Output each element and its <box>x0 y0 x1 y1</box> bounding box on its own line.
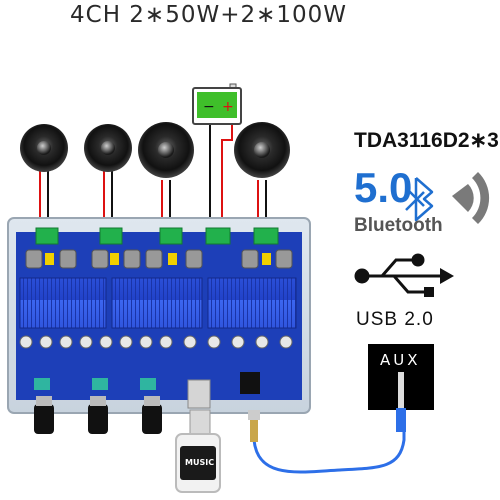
aux-plug-left <box>248 410 260 442</box>
battery-plus: + <box>222 99 234 115</box>
speaker-icon <box>84 124 132 172</box>
chip-model: TDA3116D2∗3 <box>354 129 499 152</box>
bluetooth-version: 5.0 <box>354 164 413 211</box>
speaker-wires <box>39 124 267 235</box>
usb-stick <box>175 409 221 493</box>
speaker-icon <box>234 122 290 178</box>
speaker-icon <box>20 124 68 172</box>
bluetooth-name: Bluetooth <box>354 215 443 236</box>
aux-jack-icon <box>368 344 434 432</box>
amplifier-board <box>7 217 311 434</box>
bluetooth-icon <box>405 177 434 222</box>
usb-stick-label: MUSIC <box>185 458 215 467</box>
speaker-icon <box>138 122 194 178</box>
aux-label: AUX <box>380 351 421 369</box>
wireless-waves-icon <box>452 172 490 224</box>
page-title: 4CH 2∗50W+2∗100W <box>70 2 348 28</box>
battery-icon: − + <box>192 83 242 125</box>
battery-minus: − <box>203 99 215 115</box>
usb-icon <box>354 253 454 297</box>
usb-label: USB 2.0 <box>356 309 434 330</box>
aux-cable <box>252 430 406 474</box>
